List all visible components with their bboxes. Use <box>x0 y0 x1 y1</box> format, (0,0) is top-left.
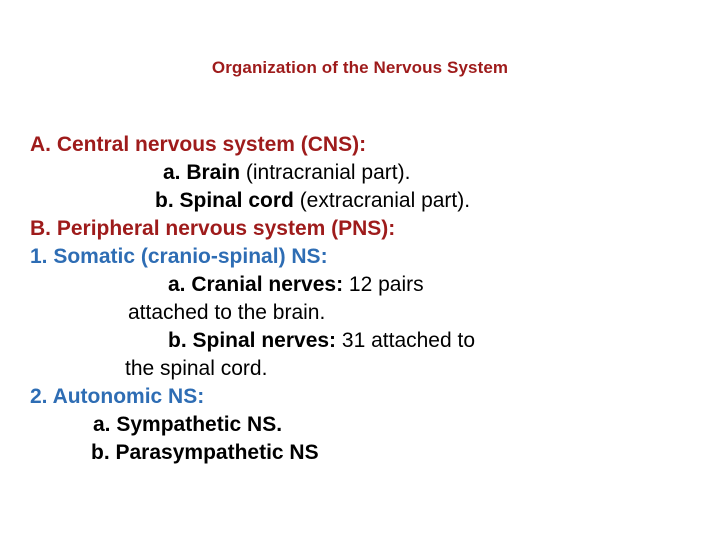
line-brain-segment-0: a. Brain <box>163 161 246 184</box>
line-cranial-nerves-continued: attached to the brain. <box>0 299 720 327</box>
line-cranial-nerves-segment-1: 12 pairs <box>343 273 424 296</box>
outline-body: A. Central nervous system (CNS): a. Brain… <box>0 131 720 467</box>
line-spinal-nerves-continued: the spinal cord. <box>0 355 720 383</box>
line-somatic-ns-segment-0: 1. Somatic (cranio-spinal) NS: <box>30 245 328 268</box>
line-peripheral-nervous-system: B. Peripheral nervous system (PNS): <box>0 215 720 243</box>
line-spinal-nerves-segment-1: 31 attached to <box>336 329 476 352</box>
line-brain: a. Brain (intracranial part). <box>0 159 720 187</box>
line-sympathetic-ns-segment-0: a. Sympathetic NS. <box>93 413 283 436</box>
line-cranial-nerves-continued-segment-0: attached to the brain. <box>128 301 326 324</box>
page-title: Organization of the Nervous System <box>211 58 509 77</box>
line-parasympathetic-ns: b. Parasympathetic NS <box>0 439 720 467</box>
line-peripheral-nervous-system-segment-0: B. Peripheral nervous system (PNS): <box>30 217 396 240</box>
line-spinal-cord: b. Spinal cord (extracranial part). <box>0 187 720 215</box>
line-spinal-nerves-segment-0: b. Spinal nerves: <box>168 329 337 352</box>
line-autonomic-ns: 2. Autonomic NS: <box>0 383 720 411</box>
line-autonomic-ns-segment-0: 2. Autonomic NS: <box>30 385 205 408</box>
line-central-nervous-system-segment-0: A. Central nervous system (CNS): <box>30 133 367 156</box>
line-spinal-cord-segment-1: (extracranial part). <box>299 189 471 212</box>
line-cranial-nerves: a. Cranial nerves: 12 pairs <box>0 271 720 299</box>
line-sympathetic-ns: a. Sympathetic NS. <box>0 411 720 439</box>
line-cranial-nerves-segment-0: a. Cranial nerves: <box>168 273 344 296</box>
line-central-nervous-system: A. Central nervous system (CNS): <box>0 131 720 159</box>
line-spinal-nerves: b. Spinal nerves: 31 attached to <box>0 327 720 355</box>
line-somatic-ns: 1. Somatic (cranio-spinal) NS: <box>0 243 720 271</box>
line-spinal-nerves-continued-segment-0: the spinal cord. <box>125 357 268 380</box>
line-spinal-cord-segment-0: b. Spinal cord <box>155 189 300 212</box>
line-brain-segment-1: (intracranial part). <box>245 161 411 184</box>
line-parasympathetic-ns-segment-0: b. Parasympathetic NS <box>91 441 319 464</box>
